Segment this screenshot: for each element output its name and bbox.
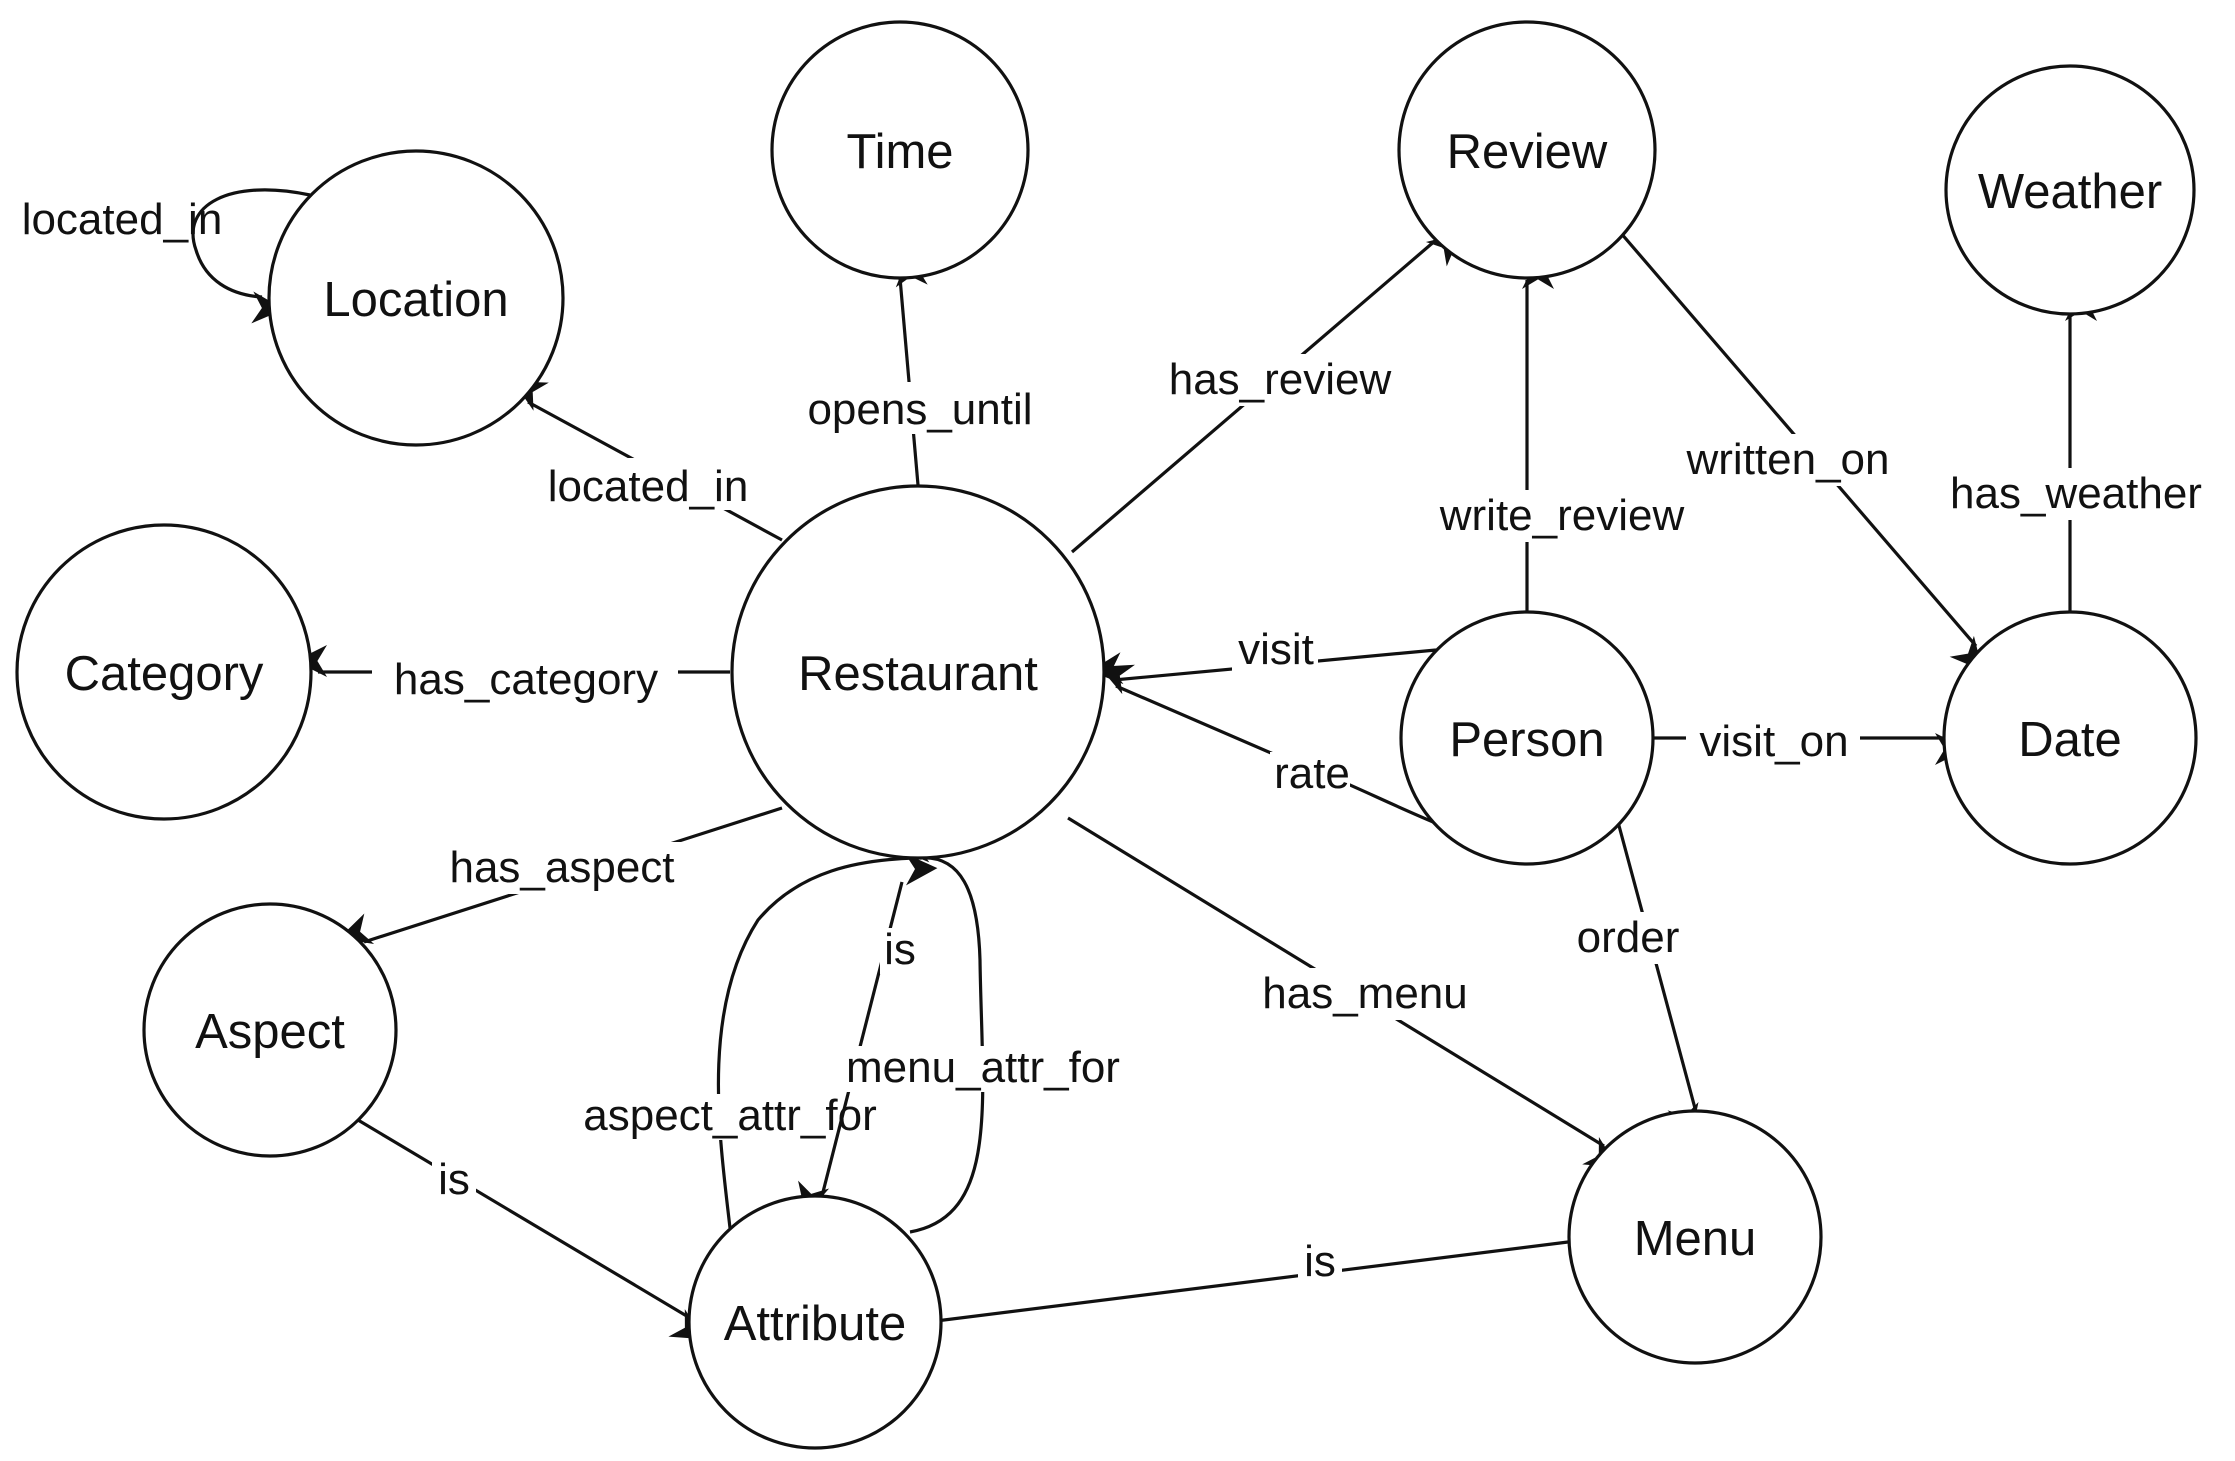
edge-label-write-review: write_review (1439, 491, 1685, 540)
edge-rate: rate (1099, 664, 1439, 826)
edge-opens-until: opens_until (790, 254, 1050, 486)
node-menu-label: Menu (1634, 1212, 1757, 1266)
edge-menu-is-attribute: is (903, 1237, 1569, 1326)
edge-aspect-is-attribute: is (357, 1118, 705, 1340)
edge-label-menu-is-attribute: is (1304, 1237, 1336, 1286)
node-aspect-label: Aspect (195, 1005, 345, 1059)
edge-label-aspect-attr-for: aspect_attr_for (583, 1091, 877, 1140)
edge-label-order: order (1577, 913, 1680, 962)
edge-label-visit-on: visit_on (1699, 717, 1848, 766)
edge-aspect-attr-for: aspect_attr_for (576, 853, 938, 1229)
edge-label-visit: visit (1238, 625, 1314, 674)
edge-label-has-category: has_category (394, 655, 658, 704)
node-person-label: Person (1449, 713, 1604, 767)
node-time-label: Time (846, 125, 953, 179)
edge-has-menu: has_menu (1067, 816, 1618, 1168)
node-category: Category (15, 523, 313, 821)
node-time: Time (770, 20, 1030, 280)
node-attribute: Attribute (687, 1194, 943, 1450)
edge-label-aspect-is-attribute: is (438, 1155, 470, 1204)
edge-label-attribute-is-restaurant: is (884, 925, 916, 974)
node-category-label: Category (65, 647, 264, 701)
node-date-label: Date (2018, 713, 2122, 767)
edge-location-located-in: located_in (22, 188, 311, 324)
edge-write-review: write_review (1420, 256, 1704, 612)
edge-label-has-weather: has_weather (1950, 469, 2202, 518)
edge-restaurant-located-in: located_in (513, 381, 783, 542)
edge-label-restaurant-located-in: located_in (548, 462, 749, 511)
node-attribute-label: Attribute (724, 1297, 906, 1351)
edge-menu-attr-for: menu_attr_for (838, 830, 1128, 1234)
edge-has-category: has_category (294, 644, 730, 704)
edge-visit-on: visit_on (1654, 716, 1968, 768)
node-weather: Weather (1944, 64, 2196, 316)
edge-attribute-is-restaurant: is (798, 881, 920, 1216)
edge-label-has-menu: has_menu (1262, 969, 1467, 1018)
edge-label-location-located-in: located_in (22, 195, 223, 244)
edge-order: order (1566, 821, 1699, 1138)
node-menu: Menu (1567, 1109, 1823, 1365)
edge-label-opens-until: opens_until (807, 385, 1032, 434)
edge-written-on: written_on (1618, 230, 1983, 671)
edge-label-has-aspect: has_aspect (449, 843, 674, 892)
node-weather-label: Weather (1978, 165, 2162, 219)
node-restaurant-label: Restaurant (798, 647, 1038, 701)
node-location-label: Location (323, 273, 508, 327)
edge-has-aspect: has_aspect (338, 806, 783, 945)
node-location: Location (267, 149, 565, 447)
node-restaurant: Restaurant (730, 484, 1106, 860)
edge-label-rate: rate (1274, 749, 1350, 798)
edge-has-review: has_review (1070, 233, 1461, 554)
node-review-label: Review (1447, 125, 1608, 179)
node-review: Review (1397, 20, 1657, 280)
edge-label-written-on: written_on (1685, 435, 1889, 484)
edge-visit: visit (1090, 625, 1437, 685)
node-date: Date (1942, 610, 2198, 866)
edge-label-has-review: has_review (1169, 355, 1392, 404)
node-person: Person (1399, 610, 1655, 866)
edge-label-menu-attr-for: menu_attr_for (846, 1043, 1120, 1092)
edge-has-weather: has_weather (1930, 288, 2220, 612)
node-aspect: Aspect (142, 902, 398, 1158)
